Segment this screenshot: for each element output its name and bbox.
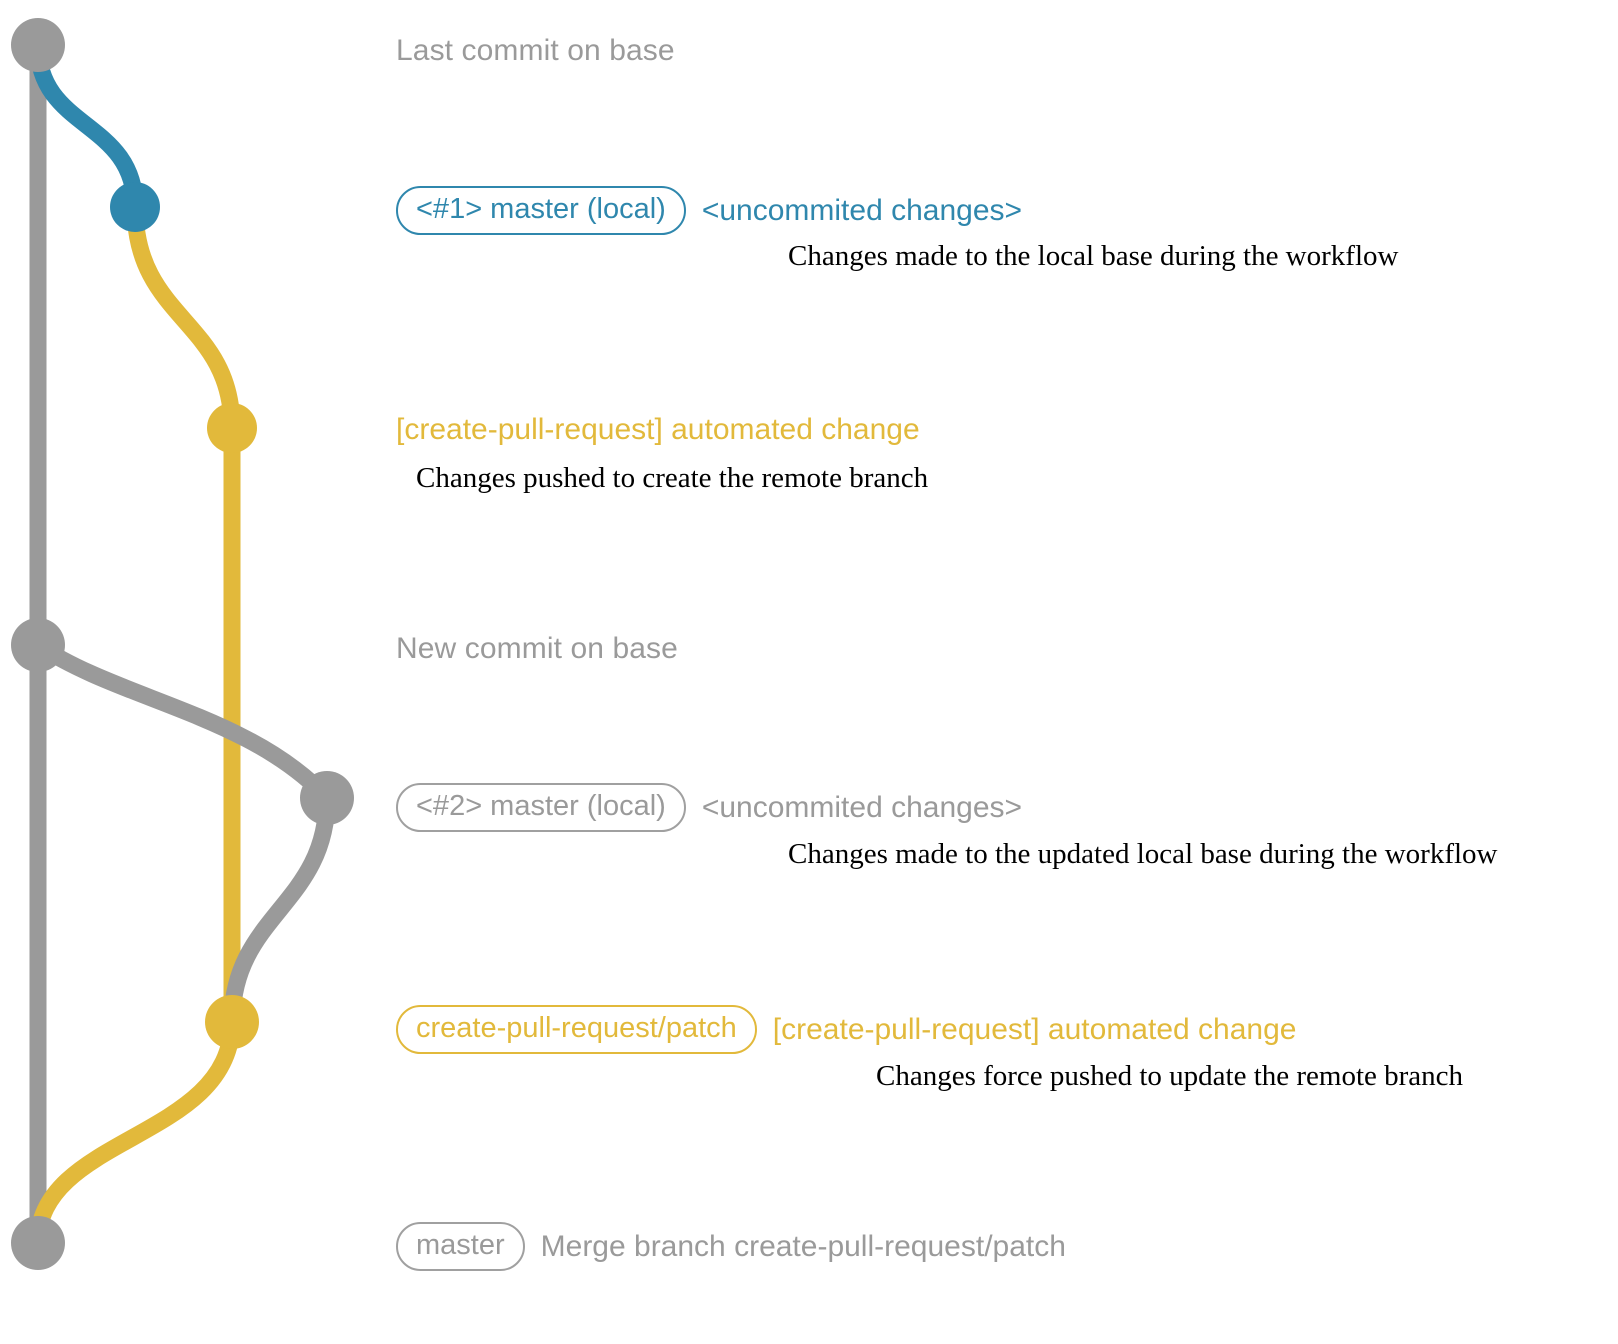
badge-master[interactable]: master bbox=[396, 1222, 525, 1271]
gray-branch-line-to-local2 bbox=[29, 636, 336, 807]
row-last-commit-on-base: Last commit on base bbox=[396, 34, 675, 68]
description-local-master-1: Changes made to the local base during th… bbox=[788, 240, 1399, 272]
description-automated-change-2: Changes force pushed to update the remot… bbox=[876, 1060, 1464, 1092]
node-patch-commit-2 bbox=[205, 995, 259, 1049]
yellow-branch-line-to-merge bbox=[29, 1013, 241, 1252]
row-merge-master: master Merge branch create-pull-request/… bbox=[396, 1222, 1066, 1271]
node-base-new-commit bbox=[11, 618, 65, 672]
message-local-master-1: <uncommited changes> bbox=[701, 193, 1023, 227]
badge-local-master-1[interactable]: <#1> master (local) bbox=[396, 186, 686, 235]
node-local-master-1-commit bbox=[110, 182, 160, 232]
row-local-master-2: <#2> master (local) <uncommited changes> bbox=[396, 783, 1022, 832]
node-base-head-commit bbox=[11, 18, 65, 72]
badge-local-master-2[interactable]: <#2> master (local) bbox=[396, 783, 686, 832]
yellow-branch-line-upper bbox=[126, 198, 241, 437]
label-last-commit-on-base: Last commit on base bbox=[396, 34, 675, 67]
node-patch-commit-1 bbox=[207, 403, 257, 453]
message-automated-change-1: [create-pull-request] automated change bbox=[396, 413, 920, 446]
badge-create-pull-request-patch[interactable]: create-pull-request/patch bbox=[396, 1005, 757, 1054]
row-automated-change-2: create-pull-request/patch [create-pull-r… bbox=[396, 1005, 1296, 1054]
row-local-master-1: <#1> master (local) <uncommited changes> bbox=[396, 186, 1022, 235]
node-merge-commit bbox=[11, 1216, 65, 1270]
message-local-master-2: <uncommited changes> bbox=[701, 790, 1023, 824]
label-new-commit-on-base: New commit on base bbox=[396, 632, 678, 665]
message-merge-master: Merge branch create-pull-request/patch bbox=[540, 1229, 1066, 1263]
row-automated-change-1: [create-pull-request] automated change bbox=[396, 413, 920, 447]
node-local-master-2-commit bbox=[300, 771, 354, 825]
gray-branch-line-to-patch2 bbox=[223, 789, 336, 1031]
blue-branch-line bbox=[29, 36, 144, 216]
description-automated-change-1: Changes pushed to create the remote bran… bbox=[416, 462, 929, 494]
description-local-master-2: Changes made to the updated local base d… bbox=[788, 838, 1498, 870]
message-automated-change-2: [create-pull-request] automated change bbox=[772, 1012, 1297, 1046]
row-new-commit-on-base: New commit on base bbox=[396, 632, 678, 666]
